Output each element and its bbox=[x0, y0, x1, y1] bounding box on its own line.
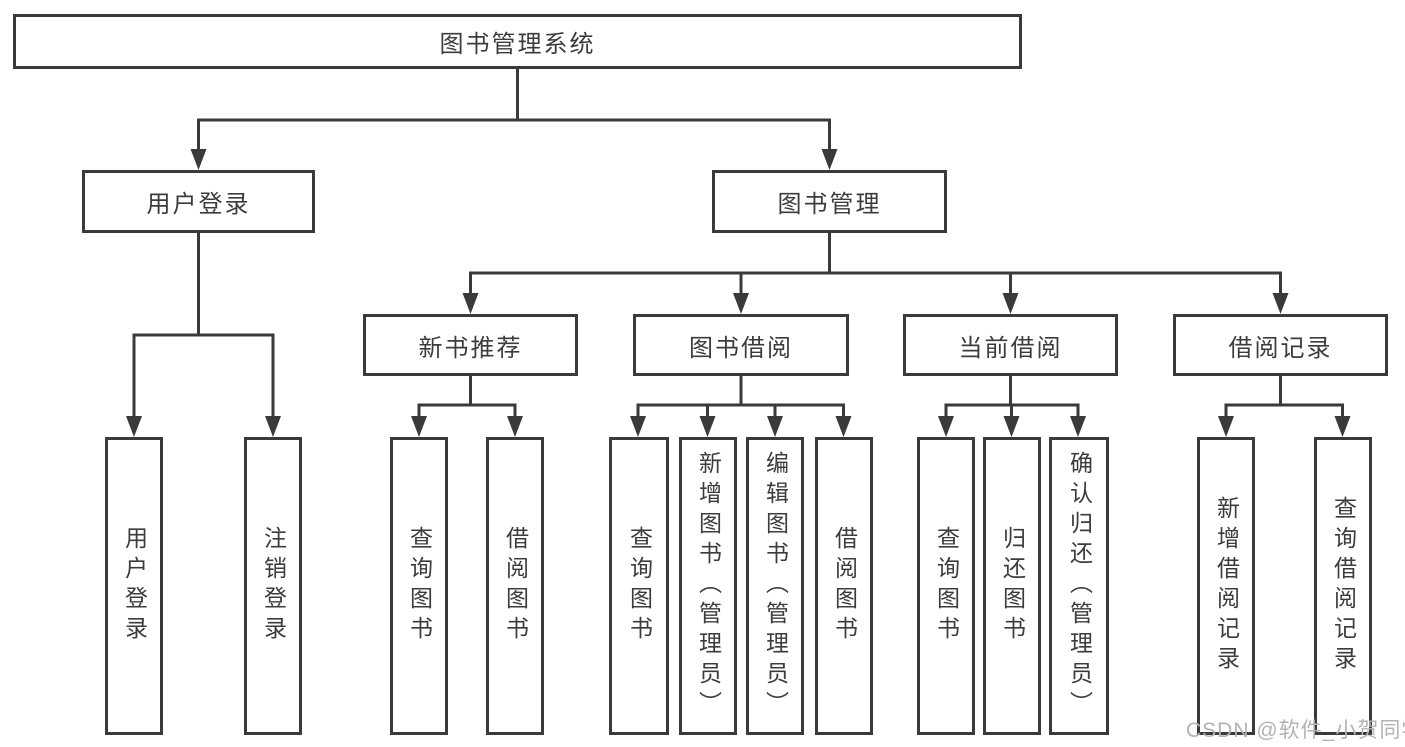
leaf-add-borrow-record-label: 新增借阅记录 bbox=[1213, 496, 1240, 676]
leaf-query-books-borrowing: 查询图书 bbox=[609, 437, 669, 735]
leaf-edit-books-admin-label: 编辑图书（管理员） bbox=[762, 451, 789, 721]
node-book-management: 图书管理 bbox=[712, 170, 947, 233]
node-new-book-recommend: 新书推荐 bbox=[363, 314, 578, 376]
leaf-return-books-label: 归还图书 bbox=[999, 526, 1026, 646]
node-borrow-records: 借阅记录 bbox=[1173, 314, 1388, 376]
node-user-login: 用户登录 bbox=[82, 170, 315, 233]
leaf-logout-login: 注销登录 bbox=[244, 437, 302, 735]
leaf-add-books-admin: 新增图书（管理员） bbox=[679, 437, 737, 735]
leaf-borrow-books-recommend-label: 借阅图书 bbox=[502, 526, 529, 646]
leaf-query-books-current-label: 查询图书 bbox=[933, 526, 960, 646]
node-current-borrowing: 当前借阅 bbox=[903, 314, 1118, 376]
leaf-return-books: 归还图书 bbox=[983, 437, 1041, 735]
leaf-query-books-recommend: 查询图书 bbox=[390, 437, 448, 735]
leaf-add-books-admin-label: 新增图书（管理员） bbox=[695, 451, 722, 721]
leaf-add-borrow-record: 新增借阅记录 bbox=[1197, 437, 1255, 735]
leaf-query-books-borrowing-label: 查询图书 bbox=[626, 526, 653, 646]
connector-lines bbox=[132, 69, 1344, 419]
node-book-borrowing: 图书借阅 bbox=[633, 314, 849, 376]
leaf-logout-login-label: 注销登录 bbox=[260, 526, 287, 646]
leaf-user-login: 用户登录 bbox=[105, 437, 163, 735]
leaf-query-books-recommend-label: 查询图书 bbox=[406, 526, 433, 646]
root-node-library-management-system: 图书管理系统 bbox=[13, 14, 1022, 69]
leaf-borrow-books-borrowing-label: 借阅图书 bbox=[831, 526, 858, 646]
leaf-query-borrow-record-label: 查询借阅记录 bbox=[1330, 496, 1357, 676]
leaf-query-borrow-record: 查询借阅记录 bbox=[1314, 437, 1372, 735]
leaf-edit-books-admin: 编辑图书（管理员） bbox=[746, 437, 804, 735]
csdn-watermark: CSDN @软件_小贺同学 bbox=[1186, 719, 1405, 742]
leaf-query-books-current: 查询图书 bbox=[917, 437, 975, 735]
leaf-borrow-books-borrowing: 借阅图书 bbox=[815, 437, 873, 735]
leaf-confirm-return-admin: 确认归还（管理员） bbox=[1049, 437, 1109, 735]
arrowheads bbox=[126, 149, 1351, 437]
leaf-user-login-label: 用户登录 bbox=[121, 526, 148, 646]
leaf-confirm-return-admin-label: 确认归还（管理员） bbox=[1066, 451, 1093, 721]
leaf-borrow-books-recommend: 借阅图书 bbox=[486, 437, 544, 735]
